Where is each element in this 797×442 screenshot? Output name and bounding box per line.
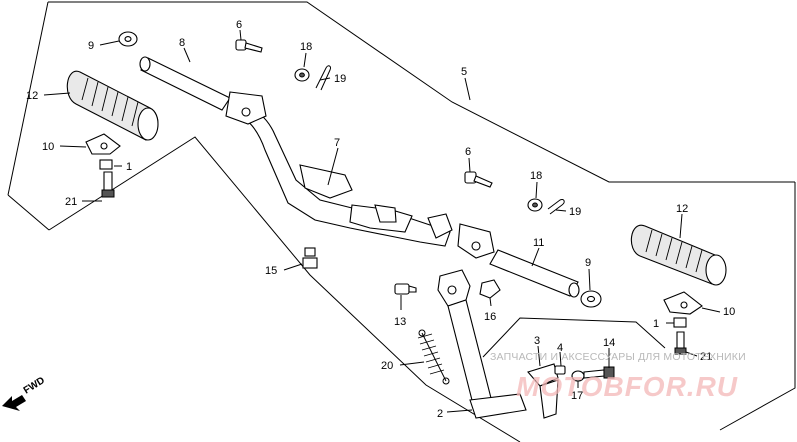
right-collar	[673, 317, 687, 328]
group-frame	[7, 1, 796, 442]
cotter-pin-top	[315, 65, 331, 91]
watermark-brand: MOTOBFOR.RU	[516, 371, 738, 402]
left-pin	[235, 39, 263, 53]
cotter-pin-mid	[547, 199, 565, 215]
stand-bracket	[527, 363, 559, 419]
stand-pin	[554, 365, 566, 375]
callout-15: 15	[265, 265, 277, 277]
small-washer-mid	[527, 198, 543, 212]
callout-3: 3	[534, 335, 540, 347]
watermark: MOTOBFOR.RU ЗАПЧАСТИ И АКСЕССУАРЫ ДЛЯ МО…	[490, 351, 746, 402]
callout-19-top: 19	[334, 73, 346, 85]
callout-13: 13	[394, 316, 406, 328]
callout-9-left: 9	[88, 40, 94, 52]
callout-18-top: 18	[300, 41, 312, 53]
callout-5: 5	[461, 66, 467, 78]
callout-10-left: 10	[42, 141, 54, 153]
callout-21-left: 21	[65, 196, 77, 208]
stand-bolt	[394, 283, 417, 295]
leader-lines	[43, 29, 721, 413]
callout-17: 17	[571, 390, 583, 402]
left-footpeg-rubber	[66, 70, 159, 141]
left-bracket	[85, 133, 121, 155]
fwd-indicator: FWD	[2, 375, 47, 411]
right-washer	[580, 290, 602, 308]
callout-4: 4	[557, 342, 563, 354]
callout-7: 7	[334, 137, 340, 149]
callout-19-mid: 19	[569, 206, 581, 218]
return-spring	[417, 329, 450, 385]
callout-6-top: 6	[236, 19, 242, 31]
right-pin	[464, 171, 493, 188]
footrest-bar	[139, 56, 580, 298]
fwd-arrow-icon	[2, 395, 26, 411]
watermark-text: ЗАПЧАСТИ И АКСЕССУАРЫ ДЛЯ МОТОТЕХНИКИ	[490, 351, 746, 363]
left-collar	[99, 159, 113, 170]
fwd-label: FWD	[22, 375, 47, 396]
right-bolt	[674, 331, 687, 355]
callout-12-right: 12	[676, 203, 688, 215]
callout-20: 20	[381, 360, 393, 372]
right-bracket	[663, 291, 703, 315]
callout-8: 8	[179, 37, 185, 49]
callout-labels: 9 12 10 1 21 6 8 18 19 5 7 6 18 19 11 9 …	[26, 19, 735, 420]
callout-16: 16	[484, 311, 496, 323]
callout-11: 11	[533, 237, 544, 249]
callout-18-mid: 18	[530, 170, 542, 182]
stand-bolt-long	[583, 366, 615, 379]
callout-12-left: 12	[26, 90, 38, 102]
side-stand	[437, 269, 527, 419]
callout-1-right: 1	[653, 318, 659, 330]
left-bolt	[101, 171, 115, 198]
callout-2: 2	[437, 408, 443, 420]
right-footpeg-rubber	[630, 224, 727, 286]
callout-10-right: 10	[723, 306, 735, 318]
left-washer	[118, 31, 138, 47]
nut	[302, 247, 318, 269]
callout-6-mid: 6	[465, 146, 471, 158]
callout-14: 14	[603, 337, 615, 349]
stand-nut	[479, 279, 501, 299]
callout-9-right: 9	[585, 257, 591, 269]
small-washer-top	[294, 68, 310, 82]
callout-21-right: 21	[700, 351, 712, 363]
callout-1-left: 1	[126, 161, 132, 173]
